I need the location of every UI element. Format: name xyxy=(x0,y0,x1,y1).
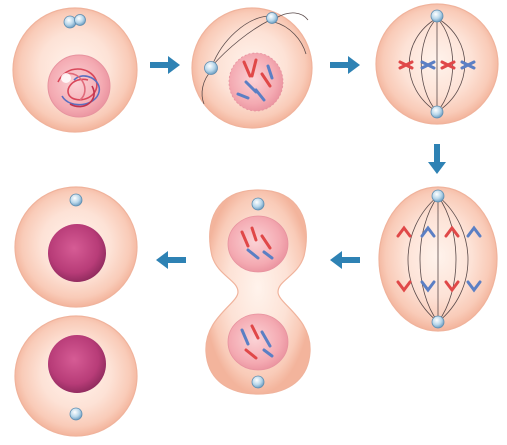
prophase-cell xyxy=(192,8,312,128)
daughter-cell-bottom xyxy=(15,316,137,436)
centrosome-icon xyxy=(70,194,82,206)
centrosome-icon xyxy=(70,408,82,420)
telophase-nucleus-top xyxy=(228,216,288,272)
telophase-cell xyxy=(206,190,310,394)
daughter-cell-top xyxy=(15,187,137,307)
arrow-down-icon xyxy=(428,144,446,174)
arrow-right-icon xyxy=(330,56,360,74)
telophase-nucleus-bottom xyxy=(228,314,288,370)
metaphase-cell xyxy=(376,4,498,124)
interphase-cell xyxy=(13,8,137,132)
arrow-left-icon xyxy=(156,251,186,269)
arrow-right-icon xyxy=(150,56,180,74)
interphase-nucleus xyxy=(48,55,110,117)
nucleolus xyxy=(61,73,71,83)
anaphase-cell xyxy=(379,187,497,331)
arrow-left-icon xyxy=(330,251,360,269)
daughter-nucleus-top xyxy=(48,224,106,282)
daughter-nucleus-bottom xyxy=(48,335,106,393)
